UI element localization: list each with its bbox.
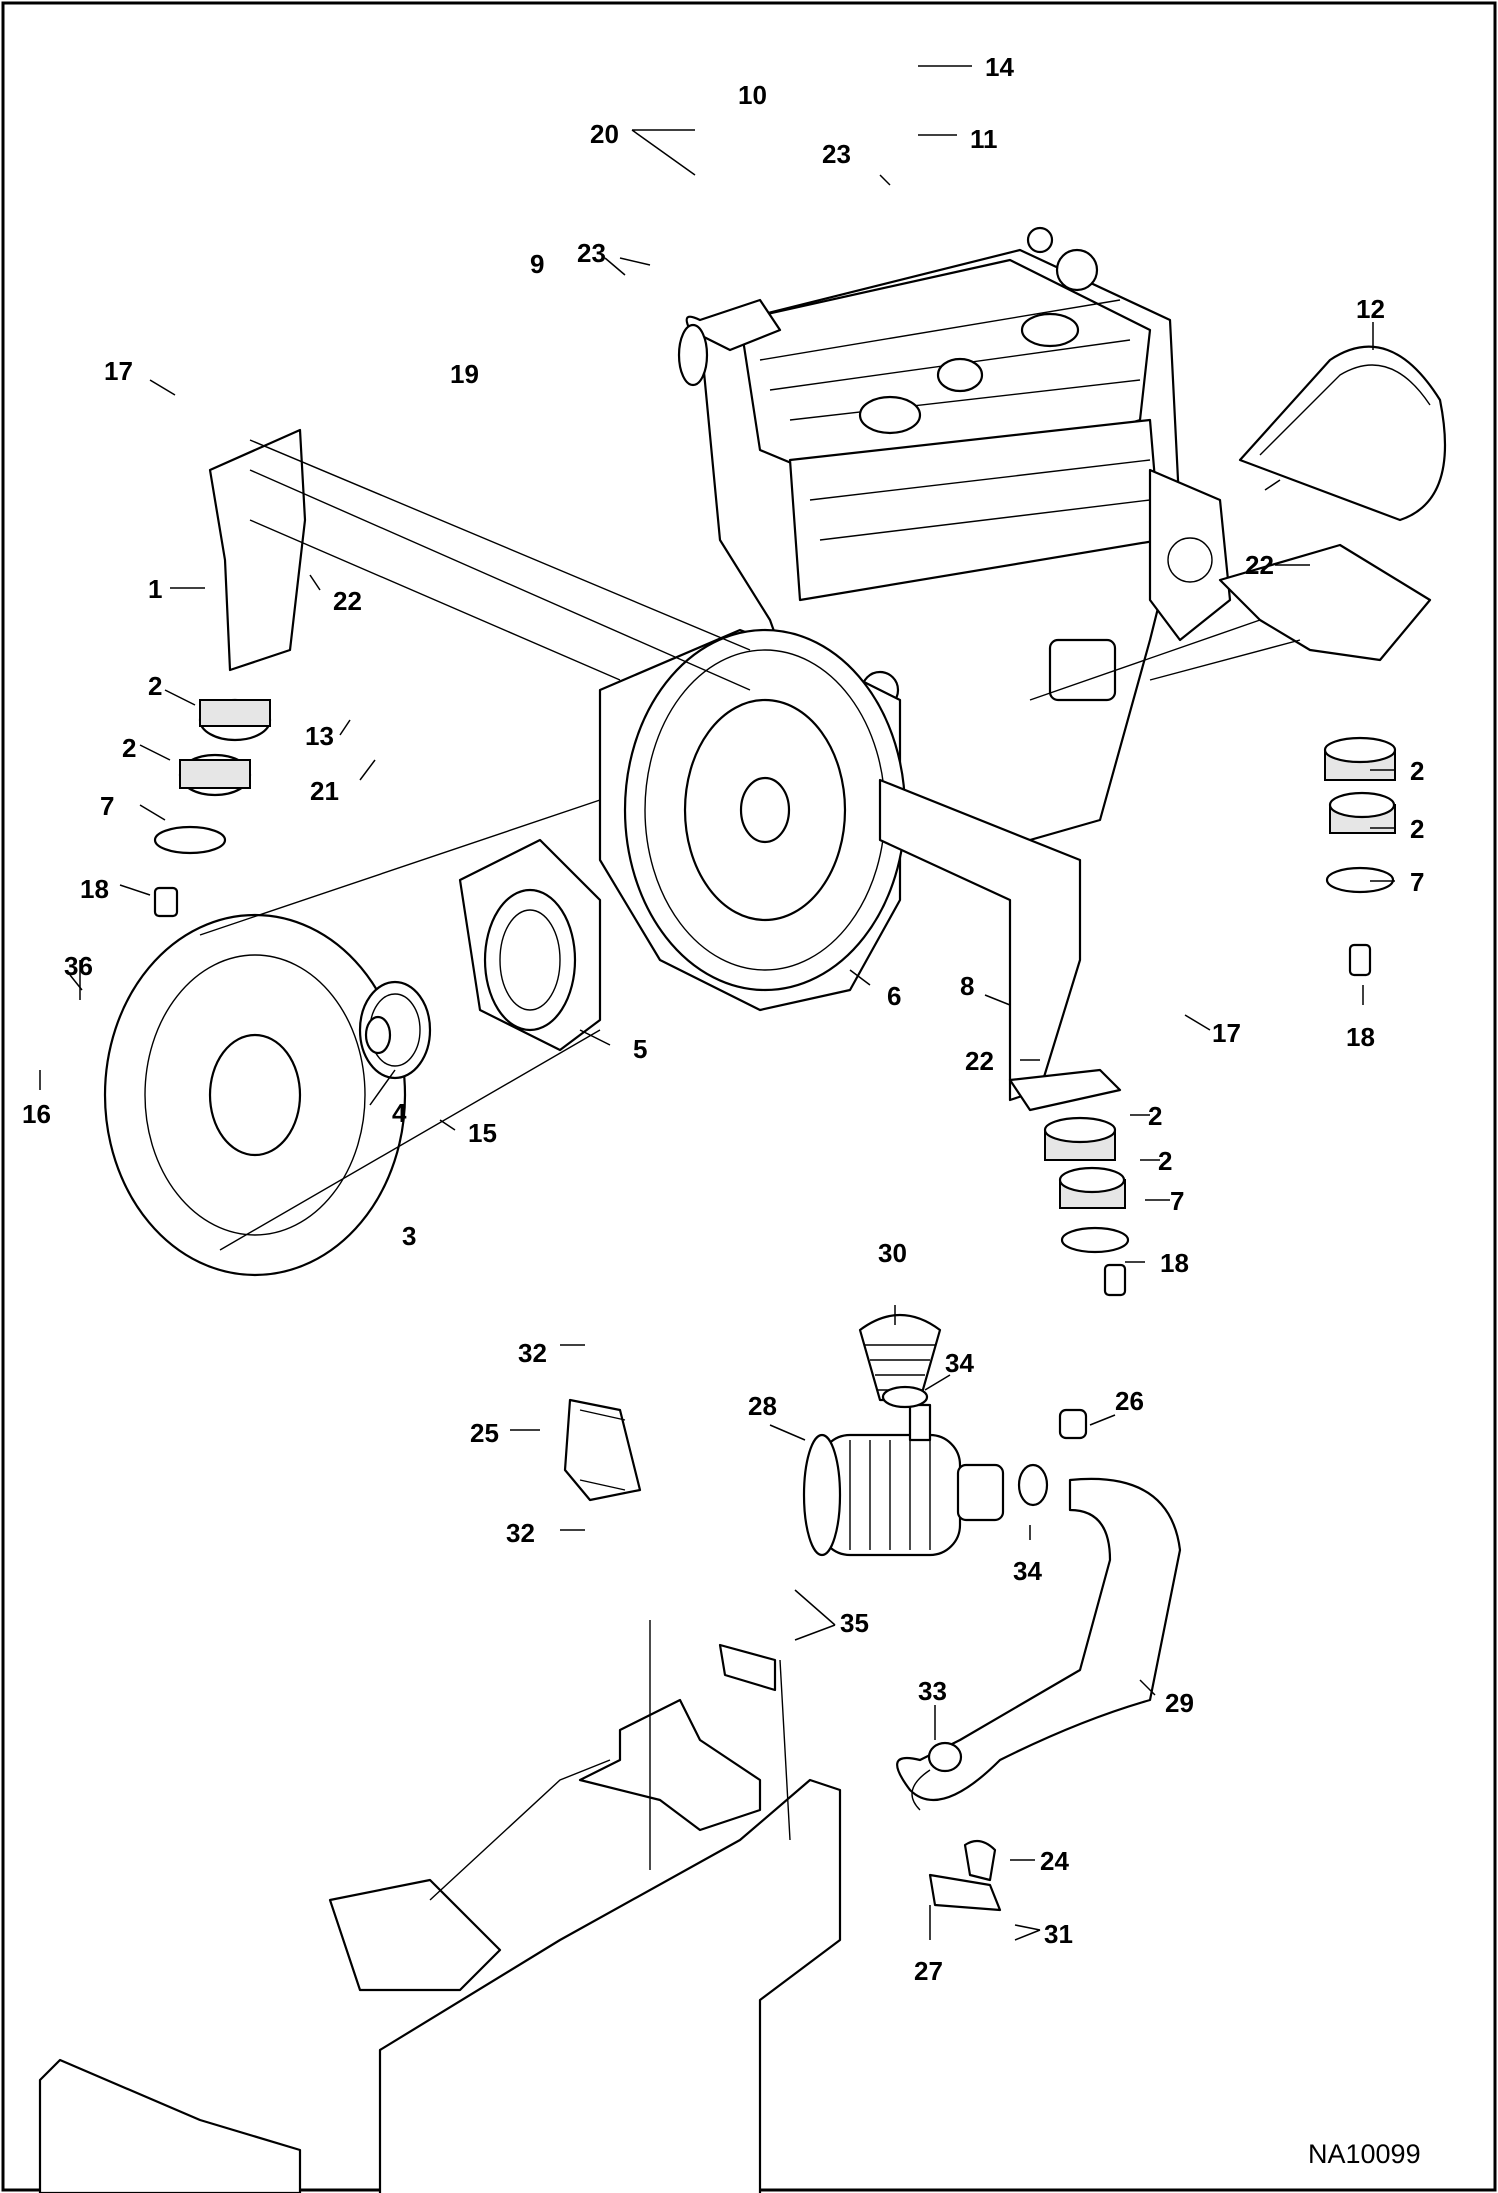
hose-clamp-upper (881, 1385, 929, 1409)
callout-2: 2 (1158, 1146, 1172, 1176)
drive-belt (1238, 345, 1447, 522)
coupler-hub (458, 838, 602, 1052)
engine-mount-bracket-right (878, 778, 1122, 1112)
callout-19: 19 (450, 359, 479, 389)
callout-9: 9 (530, 249, 544, 279)
callout-25: 25 (470, 1418, 499, 1448)
callout-34: 34 (1013, 1556, 1042, 1586)
callout-5: 5 (633, 1034, 647, 1064)
callout-8: 8 (960, 971, 974, 1001)
callout-26: 26 (1115, 1386, 1144, 1416)
callout-10: 10 (738, 80, 767, 110)
callout-23: 23 (822, 139, 851, 169)
callout-33: 33 (918, 1676, 947, 1706)
clamp-33 (927, 1741, 963, 1773)
callout-3: 3 (402, 1221, 416, 1251)
callout-29: 29 (1165, 1688, 1194, 1718)
callout-30: 30 (878, 1238, 907, 1268)
isolator-stack-center (1043, 1116, 1130, 1297)
callout-27: 27 (914, 1956, 943, 1986)
callout-22: 22 (1245, 550, 1274, 580)
air-intake-hose (896, 1477, 1182, 1811)
callout-2: 2 (1410, 814, 1424, 844)
engine-mount-bracket-upper-right (1029, 543, 1432, 701)
callout-20: 20 (590, 119, 619, 149)
drawing-id: NA10099 (1308, 2139, 1421, 2169)
callout-31: 31 (1044, 1919, 1073, 1949)
callout-2: 2 (1148, 1101, 1162, 1131)
air-cleaner (802, 1403, 1005, 1557)
flywheel-housing (598, 628, 907, 1012)
callout-18: 18 (1346, 1022, 1375, 1052)
hose-clamp-lower (1017, 1463, 1049, 1507)
callout-23: 23 (577, 238, 606, 268)
isolator-stack-left (153, 698, 272, 918)
callout-34: 34 (945, 1348, 974, 1378)
callout-28: 28 (748, 1391, 777, 1421)
machine-frame (38, 1620, 842, 2193)
leader-lines (39, 65, 1395, 1941)
isolator-stack-right (1323, 736, 1397, 977)
callout-17: 17 (1212, 1018, 1241, 1048)
callout-2: 2 (122, 733, 136, 763)
callout-22: 22 (333, 586, 362, 616)
callout-13: 13 (305, 721, 334, 751)
callout-16: 16 (22, 1099, 51, 1129)
callout-32: 32 (518, 1338, 547, 1368)
callout-11: 11 (970, 124, 998, 154)
callout-15: 15 (468, 1118, 497, 1148)
rain-cap (1058, 1408, 1088, 1440)
callout-22: 22 (965, 1046, 994, 1076)
callout-35: 35 (840, 1608, 869, 1638)
flywheel-plate (103, 799, 601, 1277)
callout-2: 2 (148, 671, 162, 701)
callout-24: 24 (1040, 1846, 1069, 1876)
drive-gear (358, 980, 432, 1080)
callout-14: 14 (985, 52, 1014, 82)
callout-4: 4 (392, 1098, 407, 1128)
callout-1: 1 (148, 574, 162, 604)
clamp-24 (963, 1839, 997, 1882)
callout-18: 18 (80, 874, 109, 904)
engine-mount-bracket-left (208, 428, 751, 691)
callout-32: 32 (506, 1518, 535, 1548)
callout-7: 7 (1170, 1186, 1184, 1216)
callout-labels: 1 2 2 2 2 2 2 3 4 5 6 7 7 7 8 9 10 11 12… (22, 52, 1424, 1986)
inlet-bellow (858, 1313, 942, 1402)
mounting-band (563, 1398, 642, 1502)
callout-21: 21 (310, 776, 339, 806)
callout-7: 7 (1410, 867, 1424, 897)
callout-18: 18 (1160, 1248, 1189, 1278)
callout-6: 6 (887, 981, 901, 1011)
callout-12: 12 (1356, 294, 1385, 324)
bracket-27 (928, 1873, 1002, 1912)
callout-7: 7 (100, 791, 114, 821)
callout-2: 2 (1410, 756, 1424, 786)
callout-36: 36 (64, 951, 93, 981)
callout-17: 17 (104, 356, 133, 386)
